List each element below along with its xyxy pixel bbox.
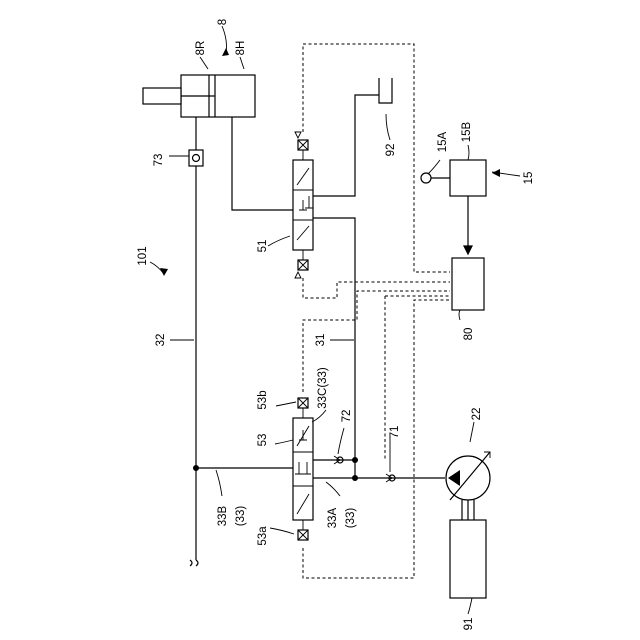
controller-15 xyxy=(421,160,486,254)
label-31: 31 xyxy=(315,334,327,347)
label-80: 80 xyxy=(463,328,475,341)
variable-pump-22 xyxy=(446,452,490,520)
label-15B: 15B xyxy=(461,121,473,142)
label-15: 15 xyxy=(523,172,535,185)
label-8H: 8H xyxy=(235,41,247,56)
label-22: 22 xyxy=(471,408,483,421)
label-33A: 33A xyxy=(327,507,339,528)
check-valve-73 xyxy=(189,150,203,166)
label-53a: 53a xyxy=(257,526,269,546)
junction-32-33B xyxy=(193,465,199,471)
label-33B: 33B xyxy=(217,505,229,526)
tank-line-92 xyxy=(313,95,379,196)
label-33A-sub: (33) xyxy=(345,508,357,529)
label-72: 72 xyxy=(341,410,353,423)
control-line-51-bottom xyxy=(303,278,450,298)
label-32: 32 xyxy=(155,334,167,347)
junction-33A xyxy=(352,475,358,481)
motor-91 xyxy=(450,520,486,598)
label-101: 101 xyxy=(137,246,149,265)
label-53b: 53b xyxy=(257,390,269,409)
tank-92 xyxy=(379,78,392,103)
label-15A: 15A xyxy=(437,131,449,152)
hydraulic-cylinder xyxy=(143,75,255,117)
directional-valve-51 xyxy=(293,132,313,278)
controller-80 xyxy=(452,258,484,310)
label-73: 73 xyxy=(153,154,165,167)
label-71: 71 xyxy=(389,426,401,439)
label-51: 51 xyxy=(257,240,269,253)
label-53: 53 xyxy=(257,434,269,447)
label-8: 8 xyxy=(217,19,229,25)
label-92: 92 xyxy=(385,144,397,157)
main-line-32 xyxy=(190,117,198,566)
cylinder-head-line xyxy=(232,117,293,210)
control-line-upper xyxy=(303,44,450,272)
directional-valve-53 xyxy=(293,398,313,540)
label-33B-sub: (33) xyxy=(235,506,247,527)
label-8R: 8R xyxy=(195,41,207,56)
label-33C: 33C(33) xyxy=(317,367,329,409)
label-91: 91 xyxy=(463,618,475,631)
